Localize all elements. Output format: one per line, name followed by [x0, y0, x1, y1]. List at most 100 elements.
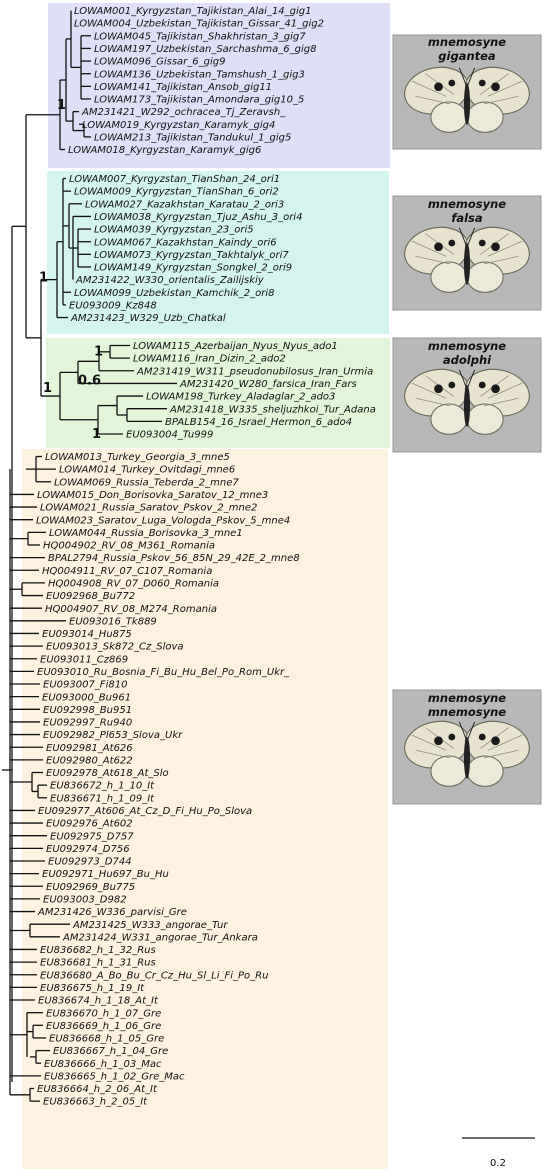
tip-label: HQ004902_RV_08_M361_Romania — [43, 541, 215, 552]
tip-label: AM231424_W331_angorae_Tur_Ankara — [62, 932, 258, 943]
tip-label: LOWAM044_Russia_Borisovka_3_mne1 — [49, 528, 243, 539]
tip-label: HQ004908_RV_07_D060_Romania — [48, 579, 219, 590]
tip-label: HQ004911_RV_07_C107_Romania — [42, 566, 212, 577]
tip-label: LOWAM019_Kyrgyzstan_Karamyk_gig4 — [82, 120, 275, 131]
tip-label: EU092998_Bu951 — [43, 705, 132, 716]
tip-label: EU093014_Hu875 — [42, 629, 132, 640]
tip-label: EU092997_Ru940 — [43, 718, 132, 729]
tip-label: EU093003_D982 — [43, 895, 127, 906]
tip-label: EU093009_Kz848 — [69, 301, 157, 312]
tip-label: BPALB154_16_Israel_Hermon_6_ado4 — [165, 417, 352, 428]
clade-title-falsa-1: mnemosyne — [428, 197, 506, 211]
tip-label: LOWAM013_Turkey_Georgia_3_mne5 — [45, 452, 230, 463]
tip-label: EU093016_Tk889 — [69, 616, 157, 627]
support-falsa: 1 — [39, 271, 48, 286]
tip-label: EU836669_h_1_06_Gre — [46, 1021, 161, 1032]
butterfly-panel-adolphi: mnemosyne adolphi — [392, 337, 542, 453]
tip-label: LOWAM021_Russia_Saratov_Pskov_2_mne2 — [40, 503, 257, 514]
tip-label: EU836664_h_2_06_At_It — [37, 1084, 158, 1095]
clade-background-adolphi — [46, 338, 390, 448]
tip-label: EU092981_At626 — [46, 743, 133, 754]
tip-label: EU836680_A_Bo_Bu_Cr_Cz_Hu_Sl_Li_Fi_Po_Ru — [40, 970, 268, 981]
tip-label: LOWAM136_Uzbekistan_Tamshush_1_gig3 — [94, 69, 305, 80]
tip-label: LOWAM116_Iran_Dizin_2_ado2 — [133, 354, 286, 365]
tip-label: EU836675_h_1_19_It — [40, 983, 145, 994]
tip-label: EU836682_h_1_32_Rus — [40, 945, 156, 956]
tip-label: EU092978_At618_At_Slo — [46, 768, 169, 779]
tip-label: EU836671_h_1_09_It — [50, 793, 155, 804]
clade-title-gigantea-1: mnemosyne — [428, 35, 506, 49]
tip-label: HQ004907_RV_08_M274_Romania — [45, 604, 217, 615]
tip-label: EU092980_At622 — [46, 755, 133, 766]
butterfly-panel-mnemosyne: mnemosyne mnemosyne — [392, 689, 542, 805]
tip-label: EU093000_Bu961 — [42, 692, 131, 703]
tip-label: EU092974_D756 — [46, 844, 130, 855]
scale-bar-label: 0.2 — [490, 1158, 506, 1169]
tip-label: LOWAM001_Kyrgyzstan_Tajikistan_Alai_14_g… — [74, 6, 312, 17]
clade-background-falsa — [47, 171, 389, 334]
clade-background-mnemosyne — [22, 449, 388, 1169]
tip-label: AM231420_W280_farsica_Iran_Fars — [179, 379, 357, 390]
tip-label: LOWAM045_Tajikistan_Shakhristan_3_gig7 — [94, 31, 306, 42]
tip-label: LOWAM015_Don_Borisovka_Saratov_12_mne3 — [37, 490, 268, 501]
tip-label: LOWAM004_Uzbekistan_Tajikistan_Gissar_41… — [74, 19, 324, 30]
tip-label: LOWAM149_Kyrgyzstan_Songkel_2_ori9 — [94, 263, 292, 274]
tip-label: EU093004_Tu999 — [126, 430, 213, 441]
clade-title-mnemosyne-1: mnemosyne — [428, 691, 506, 705]
butterfly-panel-gigantea: mnemosyne gigantea — [392, 34, 542, 150]
tip-label: AM231421_W292_ochracea_Tj_Zeravsh_ — [81, 107, 286, 118]
tip-label: AM231419_W311_pseudonubilosus_Iran_Urmia — [136, 366, 373, 377]
tip-label: EU836666_h_1_03_Mac — [44, 1059, 162, 1070]
tip-label: EU836665_h_1_02_Gre_Mac — [44, 1071, 185, 1082]
tip-label: EU836670_h_1_07_Gre — [46, 1008, 161, 1019]
tip-label: LOWAM023_Saratov_Luga_Vologda_Pskov_5_mn… — [36, 515, 290, 526]
tip-label: LOWAM115_Azerbaijan_Nyus_Nyus_ado1 — [133, 341, 338, 352]
tip-label: EU836667_h_1_04_Gre — [53, 1046, 168, 1057]
clade-title-adolphi-2: adolphi — [443, 353, 492, 367]
tip-label: EU092973_D744 — [48, 857, 132, 868]
butterfly-panel-falsa: mnemosyne falsa — [392, 195, 542, 311]
tip-label: AM231426_W336_parvisi_Gre — [37, 907, 187, 918]
clade-title-adolphi-1: mnemosyne — [428, 339, 506, 353]
tip-label: AM231425_W333_angorae_Tur — [72, 920, 228, 931]
tip-label: LOWAM096_Gissar_6_gig9 — [94, 57, 225, 68]
tip-label: LOWAM027_Kazakhstan_Karatau_2_ori3 — [85, 199, 284, 210]
tip-label: AM231418_W335_sheljuzhkoi_Tur_Adana — [169, 404, 376, 415]
tip-label: EU836663_h_2_05_It — [43, 1097, 148, 1108]
tip-label: LOWAM141_Tajikistan_Ansob_gig11 — [94, 82, 272, 93]
tip-label: LOWAM073_Kyrgyzstan_Takhtalyk_ori7 — [94, 250, 289, 261]
tip-label: EU092975_D757 — [50, 831, 134, 842]
support-adolphi-turkey: 1 — [92, 427, 101, 442]
tip-label: AM231422_W330_orientalis_Zailijskiy — [75, 275, 265, 286]
tip-label: LOWAM173_Tajikistan_Amondara_gig10_5 — [94, 95, 304, 106]
tip-label: EU836668_h_1_05_Gre — [49, 1034, 164, 1045]
tip-label: LOWAM213_Tajikistan_Tandukul_1_gig5 — [94, 133, 291, 144]
tip-label: LOWAM018_Kyrgyzstan_Karamyk_gig6 — [68, 145, 261, 156]
tip-label: BPAL2794_Russia_Pskov_56_85N_29_42E_2_mn… — [48, 553, 300, 564]
tip-label: LOWAM099_Uzbekistan_Kamchik_2_ori8 — [74, 288, 275, 299]
tip-label: LOWAM007_Kyrgyzstan_TianShan_24_ori1 — [69, 174, 280, 185]
clade-title-gigantea-2: gigantea — [438, 49, 496, 63]
tip-label: EU093013_Sk872_Cz_Slova — [46, 642, 184, 653]
tip-label: EU092977_At606_At_Cz_D_Fi_Hu_Po_Slova — [38, 806, 252, 817]
support-gigantea: 1 — [57, 98, 66, 113]
clade-background-gigantea — [48, 3, 390, 168]
tip-label: LOWAM069_Russia_Teberda_2_mne7 — [54, 477, 239, 488]
tip-label: EU092969_Bu775 — [46, 882, 135, 893]
tip-label: EU092968_Bu772 — [46, 591, 135, 602]
tip-label: EU093010_Ru_Bosnia_Fi_Bu_Hu_Bel_Po_Rom_U… — [37, 667, 290, 678]
tip-label: EU093011_Cz869 — [40, 654, 128, 665]
tip-label: LOWAM198_Turkey_Aladaglar_2_ado3 — [146, 392, 335, 403]
support-adolphi-iran: 1 — [94, 344, 103, 359]
tip-label: AM231423_W329_Uzb_Chatkal — [70, 313, 226, 324]
support-adolphi-06: 0.6 — [78, 373, 101, 388]
clade-title-mnemosyne-2: mnemosyne — [428, 705, 506, 719]
tip-label: LOWAM038_Kyrgyzstan_Tjuz_Ashu_3_ori4 — [94, 212, 302, 223]
tip-label: LOWAM014_Turkey_Ovitdagi_mne6 — [59, 465, 235, 476]
tip-label: LOWAM197_Uzbekistan_Sarchashma_6_gig8 — [94, 44, 316, 55]
tip-label: LOWAM067_Kazakhstan_Kaindy_ori6 — [94, 237, 277, 248]
tip-label: LOWAM009_Kyrgyzstan_TianShan_6_ori2 — [74, 187, 279, 198]
tip-label: EU836681_h_1_31_Rus — [40, 958, 156, 969]
tip-label: EU092976_At602 — [46, 819, 133, 830]
